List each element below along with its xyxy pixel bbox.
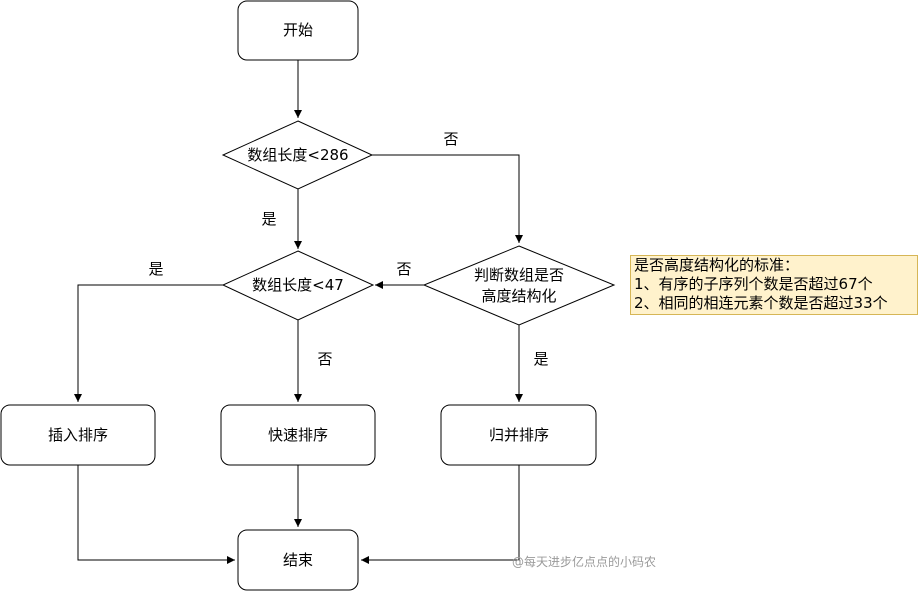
edge-insertion-to-end — [77, 465, 235, 564]
watermark: @每天进步亿点点的小码农 — [512, 555, 657, 569]
check-structured-label-line1: 判断数组是否 — [474, 266, 564, 284]
edge-merge-to-end — [361, 465, 520, 564]
merge-sort-label: 归并排序 — [489, 426, 549, 444]
edge-check47-yes — [74, 284, 223, 402]
check-structured-label-line2: 高度结构化 — [481, 287, 556, 305]
note-line-1: 1、有序的子序列个数是否超过67个 — [634, 275, 873, 293]
start-node — [237, 0, 359, 61]
decision-structured — [422, 245, 616, 326]
edge-label-no-47: 否 — [317, 350, 332, 368]
end-label: 结束 — [283, 551, 313, 569]
edge-label-no-structured: 否 — [396, 260, 411, 278]
decision-length-286 — [221, 120, 374, 190]
insertion-sort-node — [0, 404, 156, 466]
structured-criteria-note: 是否高度结构化的标准： 1、有序的子序列个数是否超过67个 2、相同的相连元素个… — [630, 255, 918, 315]
edge-label-yes-47: 是 — [148, 260, 163, 278]
note-title: 是否高度结构化的标准： — [634, 256, 800, 274]
check-47-label: 数组长度<47 — [252, 276, 344, 294]
edge-label-no-286: 否 — [443, 130, 458, 148]
edge-check286-no — [372, 154, 523, 243]
insertion-sort-label: 插入排序 — [48, 426, 108, 444]
end-node — [237, 529, 359, 591]
check-286-label: 数组长度<286 — [247, 146, 348, 164]
edge-label-yes-structured: 是 — [533, 350, 548, 368]
decision-length-47 — [221, 250, 375, 321]
start-label: 开始 — [283, 21, 313, 39]
quick-sort-label: 快速排序 — [268, 426, 328, 444]
quick-sort-node — [220, 404, 376, 466]
merge-sort-node — [440, 404, 597, 466]
edge-label-yes-286: 是 — [261, 210, 276, 228]
note-line-2: 2、相同的相连元素个数是否超过33个 — [634, 294, 888, 312]
